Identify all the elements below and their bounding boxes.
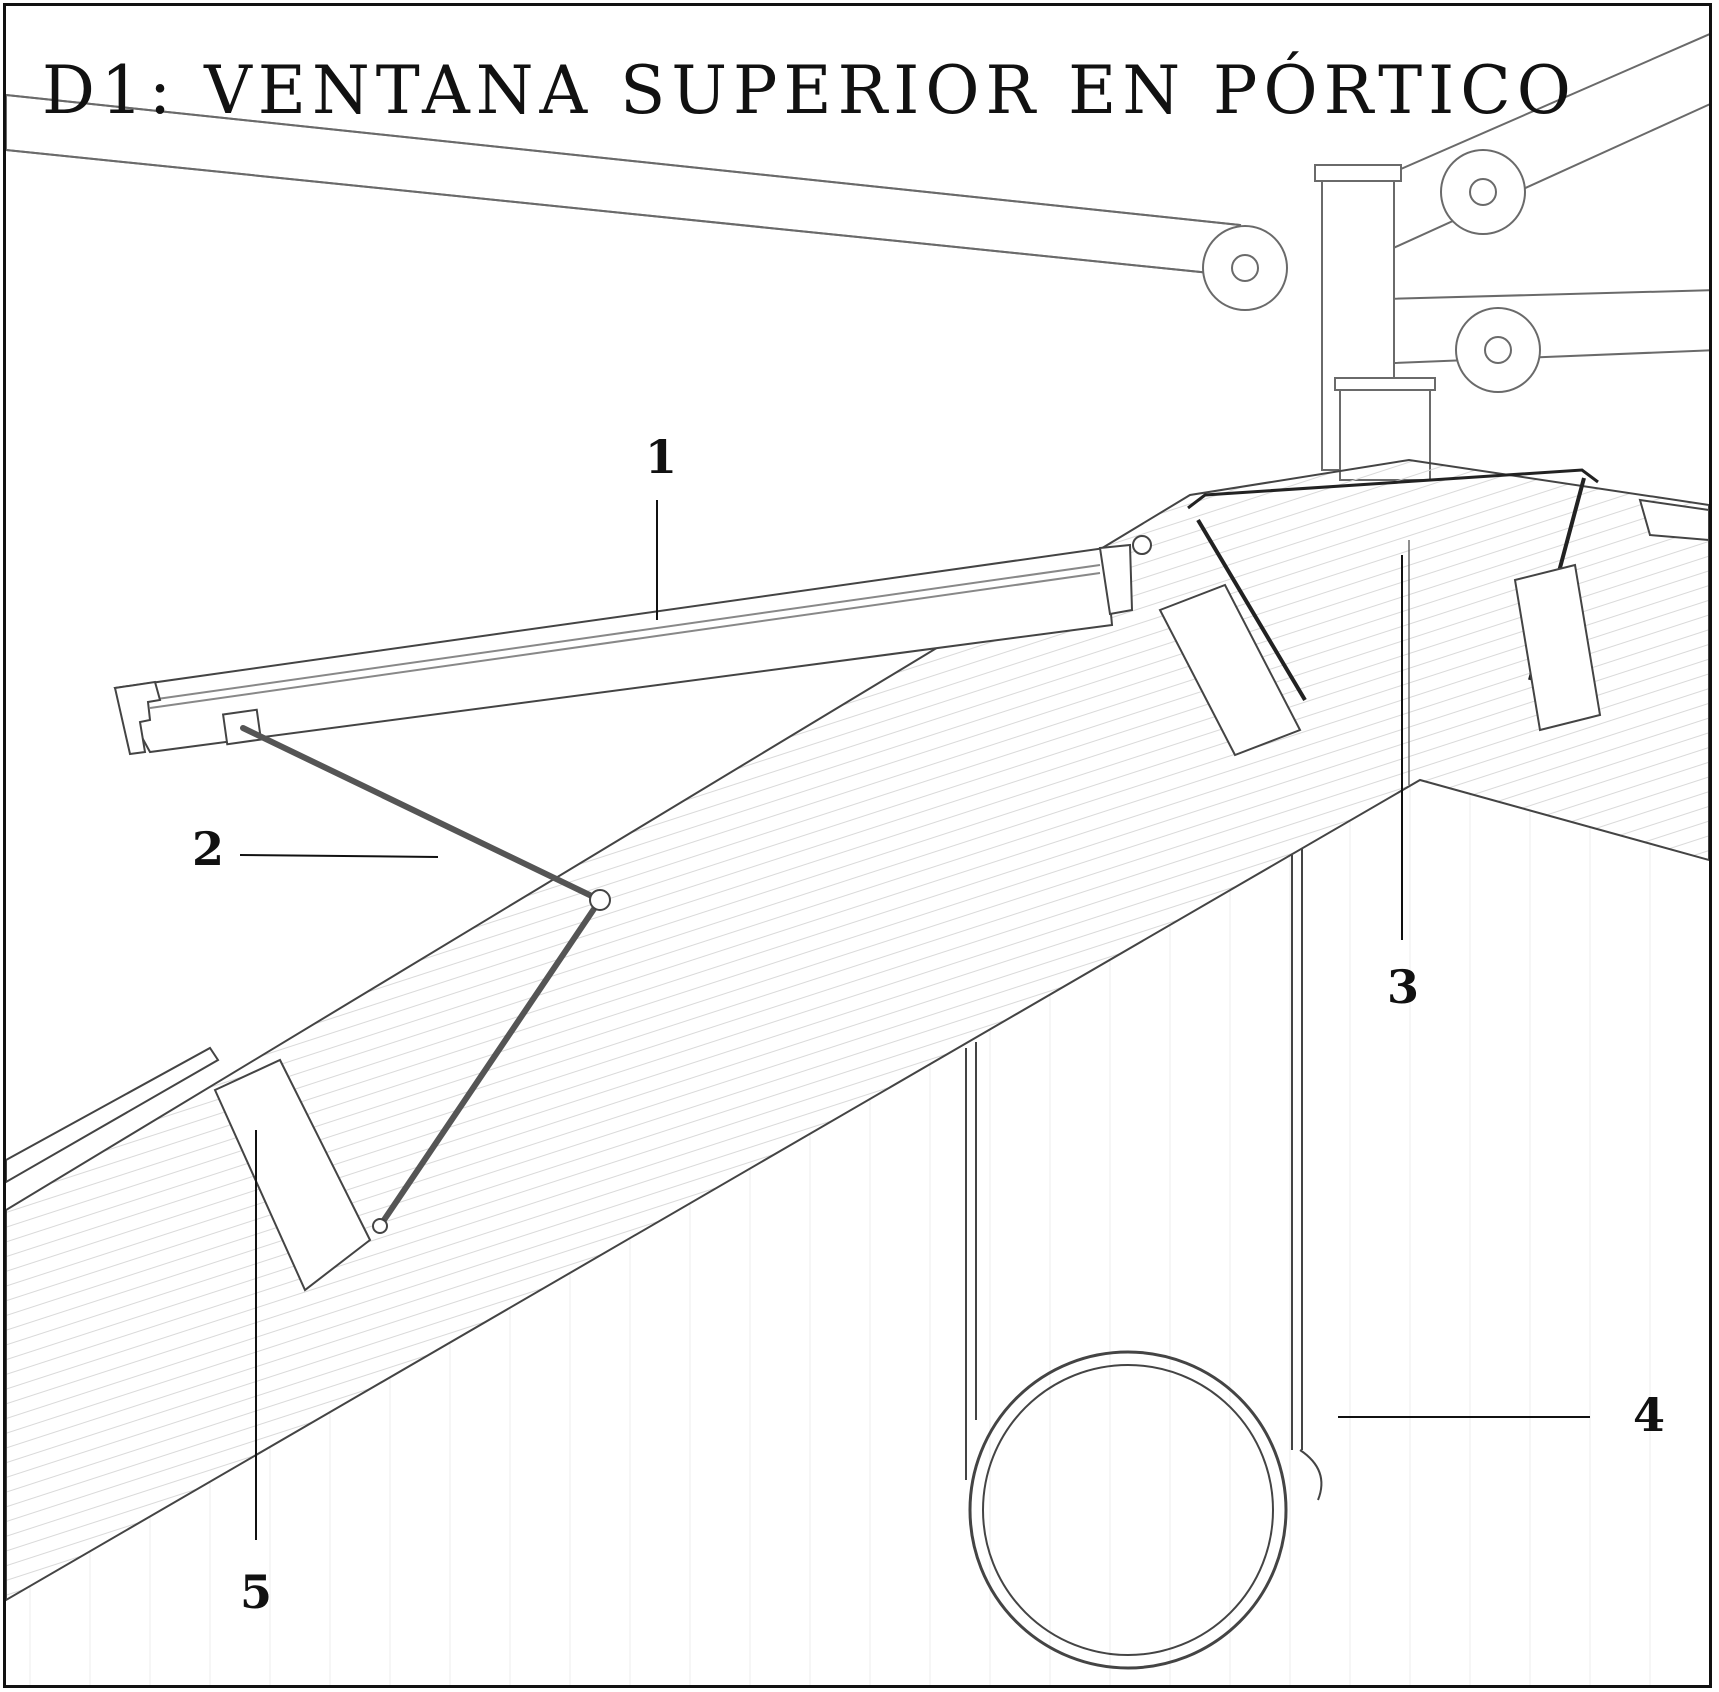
truss-members <box>6 33 1709 481</box>
window-sash <box>113 543 1134 756</box>
leader-lines <box>239 500 1590 1540</box>
gutter-pipe <box>965 848 1323 1670</box>
sloped-beam <box>6 458 1709 1602</box>
wall-below <box>6 780 1709 1685</box>
hinge <box>1132 535 1152 555</box>
stay-pivot <box>589 889 611 911</box>
callout-5: 5 <box>240 1565 273 1619</box>
callout-3: 3 <box>1387 960 1420 1014</box>
callout-4: 4 <box>1633 1388 1666 1442</box>
window-stay <box>240 725 603 1229</box>
stay-foot <box>372 1218 388 1234</box>
drawing-title: D1: VENTANA SUPERIOR EN PÓRTICO <box>42 52 1577 129</box>
ridge-blocks <box>1158 563 1602 757</box>
callout-1: 1 <box>645 430 678 484</box>
callout-2: 2 <box>192 822 225 876</box>
drawing-frame <box>3 3 1712 1688</box>
bolted-joints <box>1202 149 1541 393</box>
lower-glazing <box>6 498 1709 1292</box>
